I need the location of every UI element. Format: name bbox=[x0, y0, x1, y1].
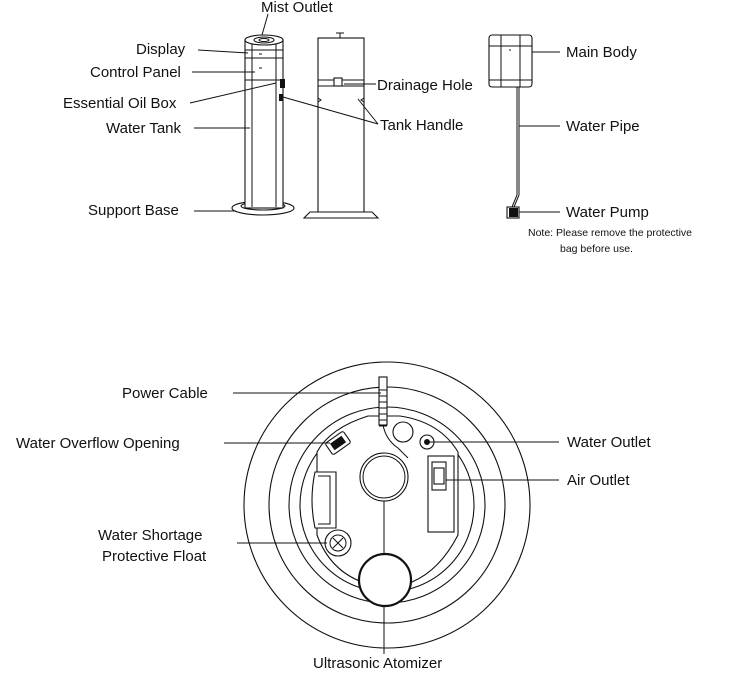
label-power-cable: Power Cable bbox=[122, 385, 208, 402]
label-tank-handle: Tank Handle bbox=[380, 117, 463, 134]
label-water-shortage-line-2: Protective Float bbox=[102, 548, 207, 565]
label-main-body: Main Body bbox=[566, 44, 637, 61]
label-display: Display bbox=[136, 41, 186, 58]
top-leader-lines bbox=[189, 13, 560, 213]
tower-front-view bbox=[231, 34, 295, 216]
label-control-panel: Control Panel bbox=[90, 64, 181, 81]
bottom-labels: Power Cable Water Overflow Opening Water… bbox=[16, 385, 651, 672]
note-line-2: bag before use. bbox=[560, 243, 633, 255]
label-water-outlet: Water Outlet bbox=[567, 434, 651, 451]
label-air-outlet: Air Outlet bbox=[567, 472, 630, 489]
label-support-base: Support Base bbox=[88, 202, 179, 219]
tower-side-view bbox=[302, 32, 380, 219]
label-water-shortage-line-1: Water Shortage bbox=[98, 527, 203, 544]
label-water-tank: Water Tank bbox=[106, 120, 182, 137]
label-water-overflow-opening: Water Overflow Opening bbox=[16, 435, 180, 452]
note-line-1: Note: Please remove the protective bbox=[528, 227, 692, 239]
top-down-view bbox=[243, 361, 531, 654]
label-water-pipe: Water Pipe bbox=[566, 118, 640, 135]
label-drainage-hole: Drainage Hole bbox=[377, 77, 473, 94]
top-labels: Mist Outlet Display Control Panel Essent… bbox=[63, 0, 692, 255]
label-water-pump: Water Pump bbox=[566, 204, 649, 221]
main-body-assembly bbox=[488, 34, 533, 219]
label-ultrasonic-atomizer: Ultrasonic Atomizer bbox=[313, 655, 442, 672]
bottom-leader-lines bbox=[224, 392, 559, 544]
label-essential-oil-box: Essential Oil Box bbox=[63, 95, 177, 112]
label-mist-outlet: Mist Outlet bbox=[261, 0, 334, 16]
